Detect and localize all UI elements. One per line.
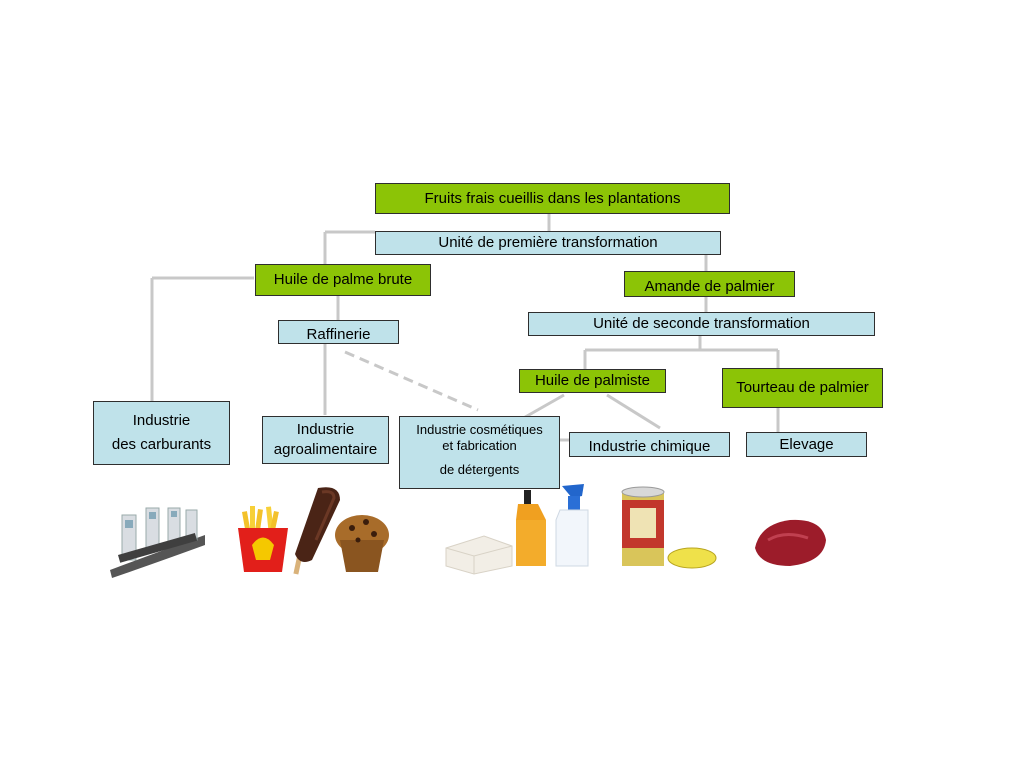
- cosmetiques-line-3: de détergents: [439, 462, 520, 477]
- carburants-line-1: Industrie: [132, 412, 191, 429]
- node-huile-palme-brute: Huile de palme brute: [255, 264, 431, 296]
- fuel-pumps-icon: [110, 507, 205, 578]
- node-elevage: Elevage: [746, 432, 867, 457]
- cosmetiques-line-2: et fabrication: [442, 438, 517, 453]
- agro-line-1: Industrie: [296, 421, 355, 438]
- node-unite-premiere: Unité de première transformation: [375, 231, 721, 255]
- muffin-icon: [335, 515, 389, 572]
- node-industrie-cosmetiques: Industrie cosmétiques et fabrication de …: [399, 416, 560, 489]
- node-huile-palmiste: Huile de palmiste: [519, 369, 666, 393]
- oil-bottle-icon: [516, 490, 546, 566]
- agro-line-2: agroalimentaire: [273, 441, 378, 458]
- node-industrie-agroalimentaire: Industrie agroalimentaire: [262, 416, 389, 464]
- ice-cream-bar-icon: [293, 487, 340, 575]
- node-industrie-chimique: Industrie chimique: [569, 432, 730, 457]
- node-unite-seconde: Unité de seconde transformation: [528, 312, 875, 336]
- node-amande-palmier: Amande de palmier: [624, 271, 795, 297]
- node-fruits: Fruits frais cueillis dans les plantatio…: [375, 183, 730, 214]
- node-raffinerie: Raffinerie: [278, 320, 399, 344]
- node-industrie-carburants: Industrie des carburants: [93, 401, 230, 465]
- meat-icon: [755, 519, 826, 566]
- cosmetiques-line-1: Industrie cosmétiques: [416, 422, 543, 437]
- fries-icon: [238, 506, 288, 572]
- soap-bar-icon: [445, 535, 513, 575]
- paint-can-icon: [621, 486, 717, 569]
- carburants-line-2: des carburants: [111, 436, 212, 453]
- spray-bottle-icon: [555, 484, 589, 567]
- node-tourteau-palmier: Tourteau de palmier: [722, 368, 883, 408]
